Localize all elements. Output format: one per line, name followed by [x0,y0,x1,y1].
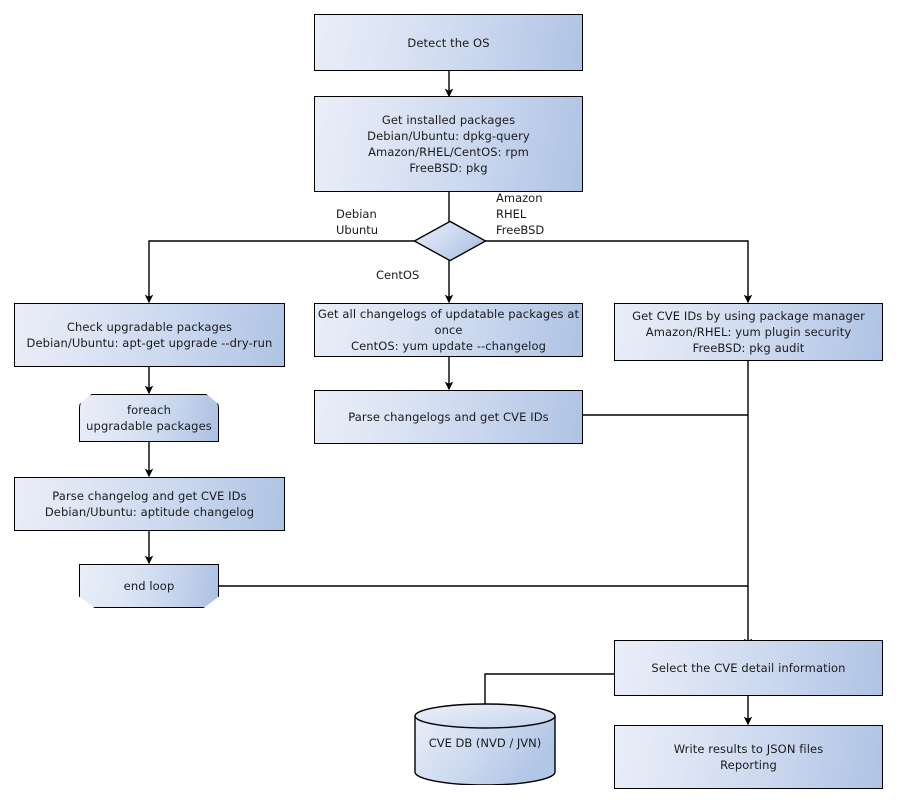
node-detect-the-os[interactable]: Detect the OS [314,14,583,71]
node-check-upgradable-packages-label: Check upgradable packages Debian/Ubuntu:… [26,320,273,350]
node-foreach-upgradable-packages[interactable]: foreach upgradable packages [79,394,219,442]
node-get-cve-ids-package-manager-label: Get CVE IDs by using package manager Ama… [632,309,865,355]
node-cve-database-label: CVE DB (NVD / JVN) [428,736,542,750]
node-get-cve-ids-package-manager[interactable]: Get CVE IDs by using package manager Ama… [614,303,883,361]
node-get-all-changelogs[interactable]: Get all changelogs of updatable packages… [314,303,583,357]
node-detect-the-os-label: Detect the OS [407,35,490,50]
node-os-decision[interactable] [412,220,488,262]
node-write-results[interactable]: Write results to JSON files Reporting [614,725,883,789]
node-get-all-changelogs-label: Get all changelogs of updatable packages… [317,307,580,353]
node-parse-changelog-single-label: Parse changelog and get CVE IDs Debian/U… [44,489,255,519]
node-get-installed-packages-label: Get installed packages Debian/Ubuntu: dp… [367,113,530,175]
node-end-loop[interactable]: end loop [79,564,219,608]
node-select-cve-detail[interactable]: Select the CVE detail information [614,640,883,696]
node-get-installed-packages[interactable]: Get installed packages Debian/Ubuntu: dp… [314,96,583,192]
edge-label-debian-ubuntu: Debian Ubuntu [336,207,379,237]
edge-label-centos: CentOS [376,268,420,282]
edge-decision-amazon [485,240,753,304]
node-write-results-label: Write results to JSON files Reporting [673,742,824,772]
node-parse-changelogs-multi[interactable]: Parse changelogs and get CVE IDs [314,390,583,444]
node-foreach-upgradable-packages-label: foreach upgradable packages [86,403,212,433]
node-parse-changelogs-multi-label: Parse changelogs and get CVE IDs [348,410,549,424]
edge-label-amazon-rhel-freebsd: Amazon RHEL FreeBSD [496,191,545,237]
node-select-cve-detail-label: Select the CVE detail information [651,661,846,675]
diamond-shape [412,220,488,262]
node-parse-changelog-single[interactable]: Parse changelog and get CVE IDs Debian/U… [14,477,285,531]
node-cve-database[interactable]: CVE DB (NVD / JVN) [413,703,557,786]
node-check-upgradable-packages[interactable]: Check upgradable packages Debian/Ubuntu:… [14,303,285,367]
node-end-loop-label: end loop [123,579,175,593]
